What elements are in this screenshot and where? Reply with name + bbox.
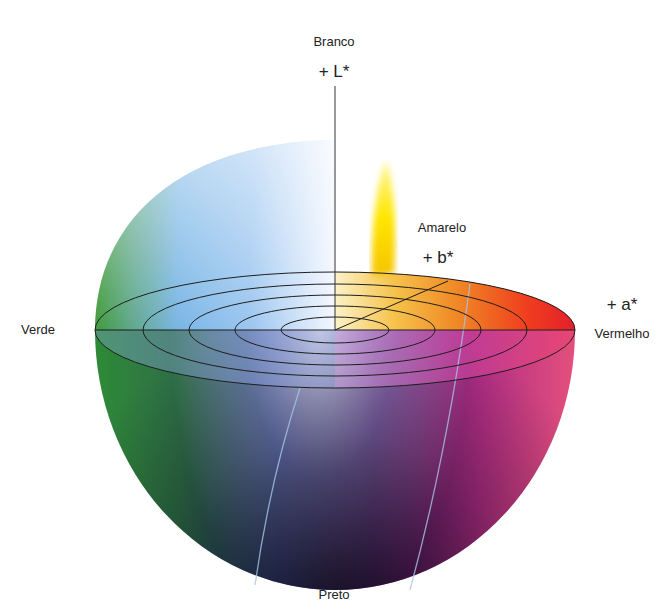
plane-back-right [335,272,575,330]
axis-label: + a* [607,296,638,315]
color-label: Vermelho [595,327,650,341]
upper-dome [95,140,335,330]
plane-front-right [335,330,575,388]
axis-label: + L* [319,63,350,82]
yellow-sliver [372,160,395,276]
plane-front-left [95,330,335,388]
color-label: Amarelo [418,221,466,235]
pole-label: Branco [313,35,354,49]
dome-light [95,140,335,330]
color-label: Verde [21,323,55,337]
meridian-line [255,388,300,585]
b-axis [335,281,448,330]
axis-label: + b* [423,249,454,268]
l-axis [335,86,336,330]
pole-label: Preto [318,588,349,602]
